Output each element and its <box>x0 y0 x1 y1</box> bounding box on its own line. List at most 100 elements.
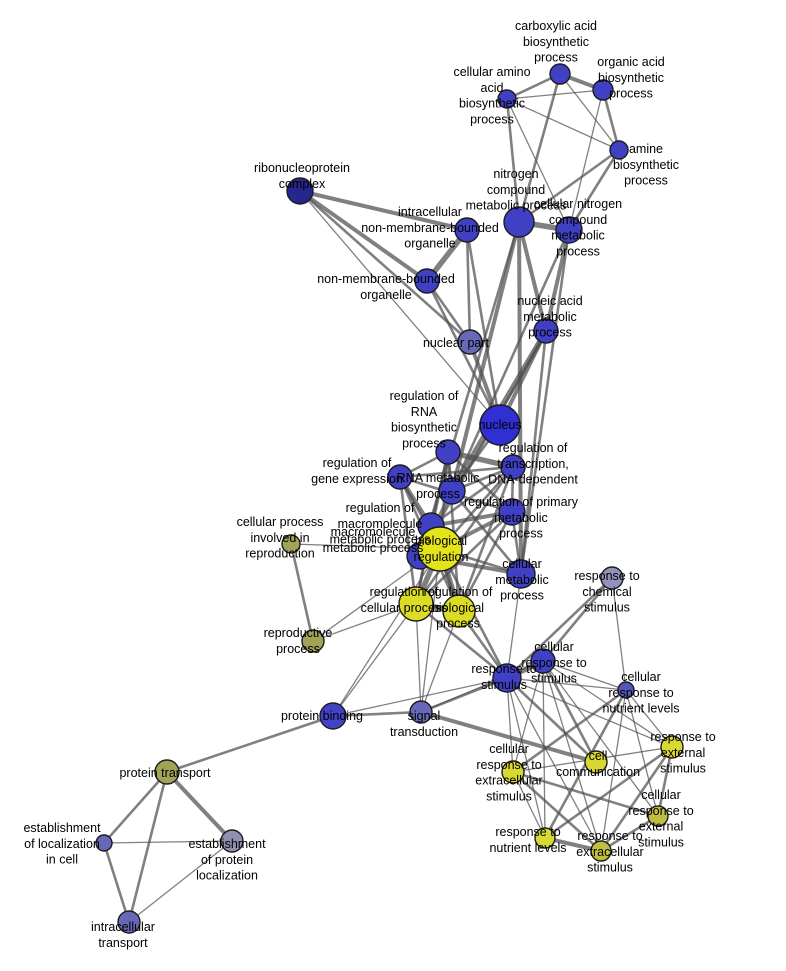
node-nitrogen_compound_metabolic[interactable] <box>503 206 535 238</box>
edge-response_external_stimulus--response_extracellular_stimulus <box>599 745 674 853</box>
edge-rna_metabolic--cellular_metabolic <box>450 489 523 576</box>
edge-response_stimulus--response_nutrient_levels <box>506 677 546 839</box>
node-cellular_metabolic[interactable] <box>506 559 536 589</box>
edge-carboxylic_acid_biosynthetic--amine_biosynthetic <box>559 73 620 151</box>
edge-regulation_transcription_dna--regulation_gene_expression <box>398 465 515 479</box>
edge-regulation_cellular_process--response_stimulus <box>414 602 509 680</box>
node-organic_acid_biosynthetic[interactable] <box>592 79 614 101</box>
edge-cellular_nitrogen_compound_metabolic--cellular_metabolic <box>519 228 571 576</box>
edge-ribonucleoprotein_complex--nucleus <box>299 190 501 426</box>
edge-response_stimulus--cellular_response_nutrient <box>506 677 627 691</box>
node-cellular_response_external[interactable] <box>647 805 669 827</box>
node-regulation_cellular_process[interactable] <box>398 586 434 622</box>
edge-intracellular_nmb_organelle--nuclear_part <box>465 228 472 344</box>
node-cellular_response_nutrient[interactable] <box>617 681 635 699</box>
node-response_external_stimulus[interactable] <box>660 735 684 759</box>
node-cellular_nitrogen_compound_metabolic[interactable] <box>555 216 583 244</box>
edge-cellular_amino_acid_biosynthetic--nitrogen_compound_metabolic <box>505 97 521 224</box>
edge-cellular_response_stimulus--cellular_response_nutrient <box>542 660 627 691</box>
edge-response_extracellular_stimulus--cellular_response_nutrient <box>600 689 627 852</box>
node-cellular_response_extracellular[interactable] <box>501 760 525 784</box>
edge-cellular_metabolic--response_stimulus <box>506 573 522 679</box>
edge-cellular_nitrogen_compound_metabolic--nucleic_acid_metabolic <box>544 228 571 333</box>
node-intracellular_transport[interactable] <box>117 910 141 934</box>
edge-response_stimulus--response_extracellular_stimulus <box>506 677 602 852</box>
node-nucleus[interactable] <box>479 404 521 446</box>
node-regulation_gene_expression[interactable] <box>387 464 413 490</box>
node-cell_communication[interactable] <box>584 750 608 774</box>
edge-cellular_amino_acid_biosynthetic--amine_biosynthetic <box>506 98 620 151</box>
node-nuclear_part[interactable] <box>457 329 483 355</box>
node-protein_transport[interactable] <box>154 759 180 785</box>
edge-signal_transduction--regulation_cellular_process <box>415 603 422 713</box>
node-response_chemical_stimulus[interactable] <box>600 566 624 590</box>
edge-response_extracellular_stimulus--cellular_response_extracellular <box>511 770 603 853</box>
node-ribonucleoprotein_complex[interactable] <box>286 177 314 205</box>
edge-establishment_localization_cell--intracellular_transport <box>102 841 131 924</box>
node-cellular_amino_acid_biosynthetic[interactable] <box>497 89 517 109</box>
node-response_extracellular_stimulus[interactable] <box>590 840 612 862</box>
node-protein_binding[interactable] <box>319 702 347 730</box>
node-amine_biosynthetic[interactable] <box>609 140 629 160</box>
node-nmb_organelle[interactable] <box>414 268 440 294</box>
edge-nitrogen_compound_metabolic--nucleic_acid_metabolic <box>517 220 548 333</box>
node-carboxylic_acid_biosynthetic[interactable] <box>549 63 571 85</box>
node-intracellular_nmb_organelle[interactable] <box>454 217 480 243</box>
node-regulation_primary_metabolic[interactable] <box>498 498 526 526</box>
edge-amine_biosynthetic--nitrogen_compound_metabolic <box>517 148 621 224</box>
edge-cellular_response_extracellular--cellular_response_external <box>511 770 660 818</box>
edge-response_stimulus--response_external_stimulus <box>506 677 673 748</box>
edge-cellular_response_stimulus--response_extracellular_stimulus <box>542 660 602 852</box>
edge-regulation_rna_biosynthetic--regulation_primary_metabolic <box>446 450 514 514</box>
edge-ribonucleoprotein_complex--nuclear_part <box>298 189 472 344</box>
edge-protein_transport--establishment_protein_localization <box>165 770 234 843</box>
edge-cellular_response_stimulus--cell_communication <box>541 659 598 764</box>
node-biological_regulation[interactable] <box>417 526 463 572</box>
edge-establishment_protein_localization--intracellular_transport <box>128 840 233 923</box>
node-rna_metabolic[interactable] <box>438 477 466 505</box>
node-regulation_biological_process[interactable] <box>442 594 476 628</box>
edge-regulation_transcription_dna--regulation_biological_process <box>457 465 515 613</box>
edge-cellular_response_nutrient--cellular_response_external <box>625 689 659 817</box>
node-cellular_process_reproduction[interactable] <box>281 534 301 554</box>
edge-establishment_localization_cell--establishment_protein_localization <box>103 840 233 844</box>
node-nucleic_acid_metabolic[interactable] <box>533 318 559 344</box>
edge-ribonucleoprotein_complex--nmb_organelle <box>298 189 429 283</box>
edge-regulation_gene_expression--regulation_cellular_process <box>398 475 418 606</box>
node-regulation_transcription_dna[interactable] <box>500 454 526 480</box>
edge-regulation_primary_metabolic--regulation_biological_process <box>457 510 514 613</box>
node-response_nutrient_levels[interactable] <box>534 827 556 849</box>
edge-response_nutrient_levels--cellular_response_extracellular <box>512 771 546 839</box>
node-signal_transduction[interactable] <box>409 700 433 724</box>
edge-response_external_stimulus--response_nutrient_levels <box>543 745 674 840</box>
node-reproductive_process[interactable] <box>301 629 325 653</box>
node-response_stimulus[interactable] <box>492 663 522 693</box>
node-establishment_localization_cell[interactable] <box>95 834 113 852</box>
edge-ribonucleoprotein_complex--intracellular_nmb_organelle <box>298 189 469 232</box>
edge-amine_biosynthetic--cellular_nitrogen_compound_metabolic <box>567 148 621 232</box>
edge-layer <box>102 72 674 924</box>
edge-cellular_nitrogen_compound_metabolic--rna_metabolic <box>450 228 571 493</box>
edge-signal_transduction--biological_regulation <box>420 548 441 713</box>
edge-response_stimulus--response_chemical_stimulus <box>505 576 614 680</box>
edge-protein_binding--signal_transduction <box>331 710 423 718</box>
node-regulation_rna_biosynthetic[interactable] <box>435 439 461 465</box>
edge-regulation_primary_metabolic--regulation_macromolecule_metabolic <box>429 510 514 528</box>
edge-protein_binding--regulation_cellular_process <box>332 603 417 717</box>
node-establishment_protein_localization[interactable] <box>220 829 244 853</box>
node-cellular_response_stimulus[interactable] <box>530 648 556 674</box>
edge-signal_transduction--cell_communication <box>419 710 598 764</box>
edge-protein_binding--protein_transport <box>165 714 335 774</box>
edge-organic_acid_biosynthetic--cellular_nitrogen_compound_metabolic <box>568 89 604 231</box>
node-layer <box>95 63 684 934</box>
edge-cellular_response_stimulus--response_chemical_stimulus <box>541 576 614 663</box>
edge-nmb_organelle--nucleus <box>425 279 502 427</box>
